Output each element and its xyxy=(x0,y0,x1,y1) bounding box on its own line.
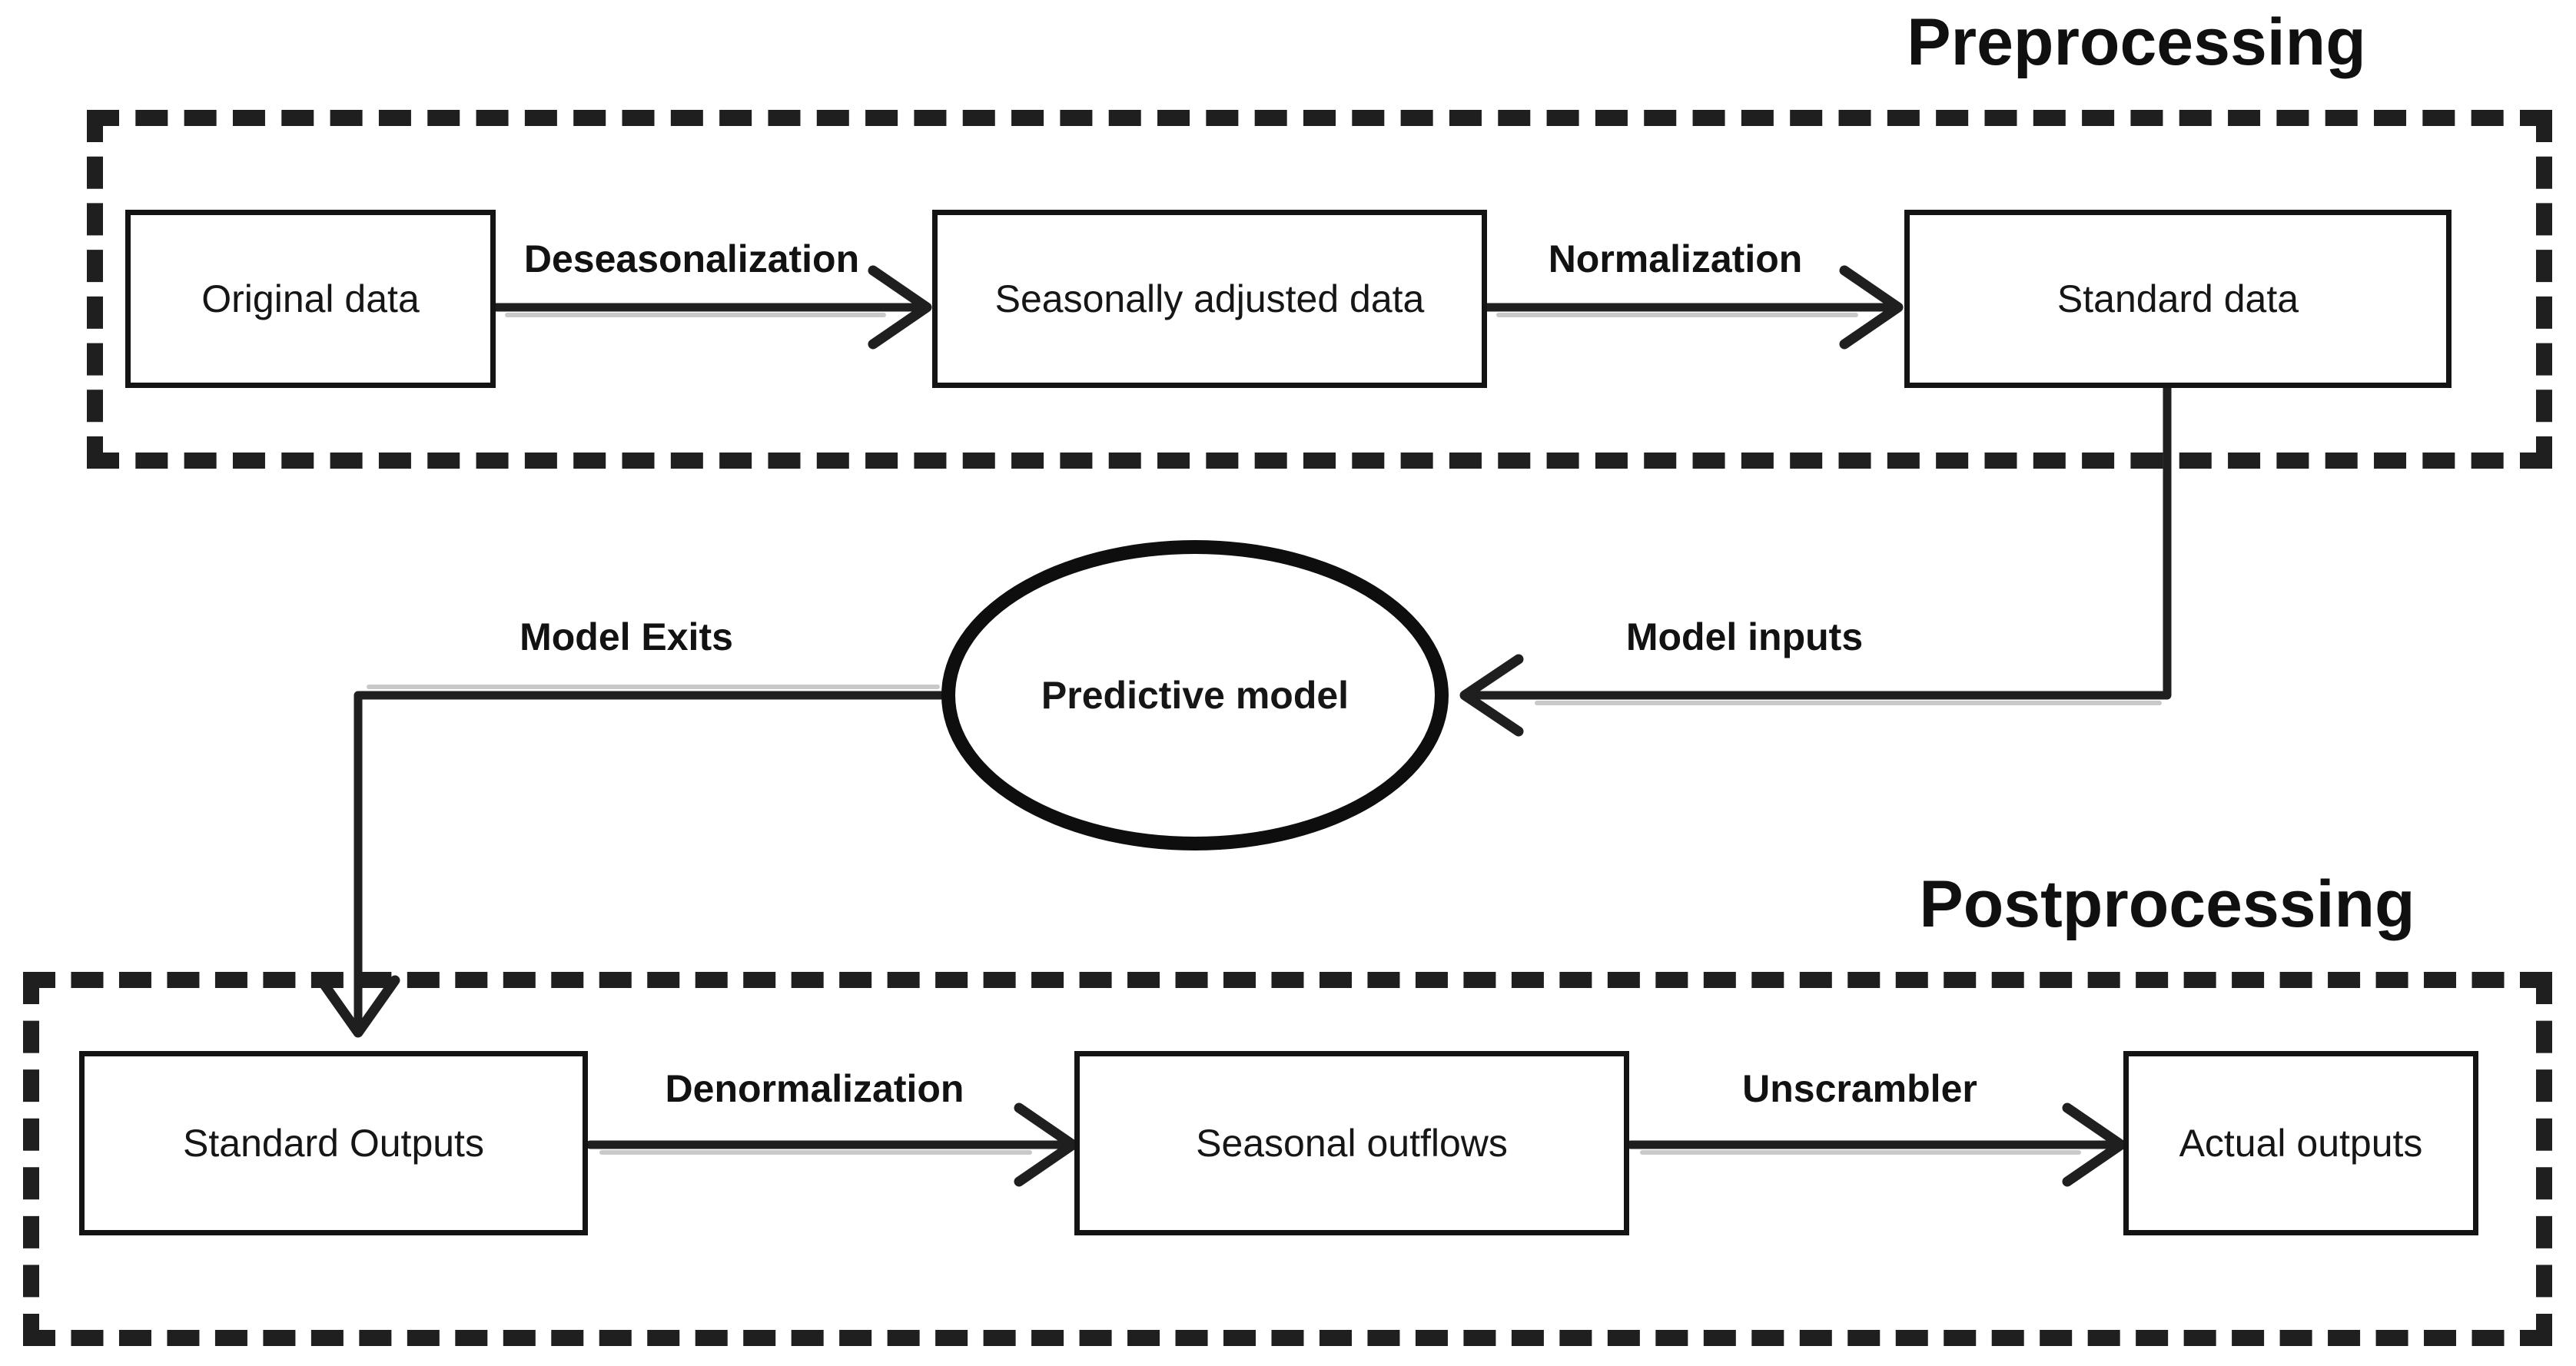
edge-label-normalization: Normalization xyxy=(1548,237,1803,280)
node-label: Standard Outputs xyxy=(183,1122,484,1165)
node-label: Seasonal outflows xyxy=(1196,1122,1508,1165)
node-standard-outputs: Standard Outputs xyxy=(79,1051,588,1235)
node-label: Original data xyxy=(201,277,420,320)
preprocessing-title: Preprocessing xyxy=(1907,5,2366,79)
node-label: Actual outputs xyxy=(2179,1122,2423,1165)
node-label: Standard data xyxy=(2056,277,2299,320)
node-predictive-model: Predictive model xyxy=(941,540,1449,850)
node-standard-data: Standard data xyxy=(1904,210,2452,388)
node-original-data: Original data xyxy=(125,210,496,388)
edge-label-model-exits: Model Exits xyxy=(520,615,733,658)
edge-label-unscrambler: Unscrambler xyxy=(1742,1067,1977,1110)
node-label: Predictive model xyxy=(1041,674,1349,717)
node-seasonal-outflows: Seasonal outflows xyxy=(1074,1051,1629,1235)
node-label: Seasonally adjusted data xyxy=(994,277,1425,320)
node-actual-outputs: Actual outputs xyxy=(2123,1051,2478,1235)
edge-label-deseasonalization: Deseasonalization xyxy=(523,237,860,280)
edge-label-model-inputs: Model inputs xyxy=(1625,615,1864,658)
edge-label-denormalization: Denormalization xyxy=(665,1067,964,1110)
arrowhead-left-icon xyxy=(1459,654,1524,737)
postprocessing-title: Postprocessing xyxy=(1919,867,2415,941)
node-seasonally-adjusted-data: Seasonally adjusted data xyxy=(932,210,1487,388)
